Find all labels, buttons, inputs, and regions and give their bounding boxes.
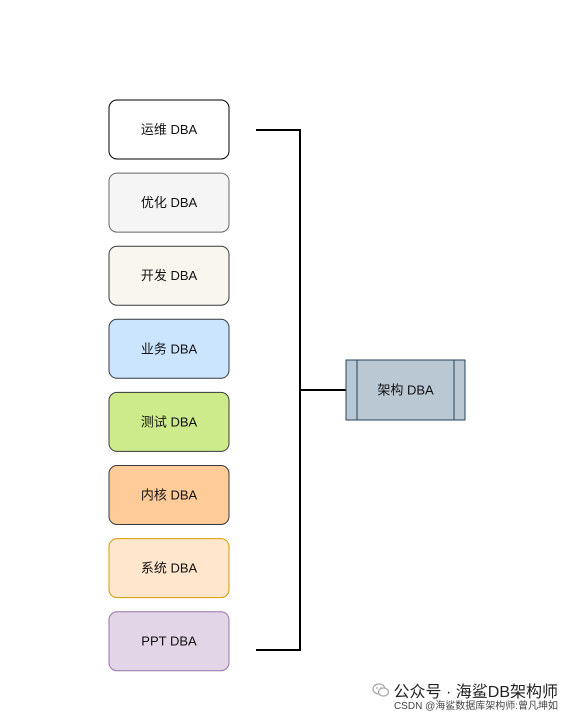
role-box: 运维 DBA: [108, 99, 230, 160]
role-box-shape: [108, 465, 230, 525]
wechat-icon: [371, 683, 389, 697]
role-box-label: 业务 DBA: [141, 341, 198, 356]
bracket-connector: [256, 129, 346, 651]
architect-dba-box: 架构 DBA: [345, 359, 466, 421]
role-box-label: 运维 DBA: [141, 122, 198, 137]
role-box: 测试 DBA: [108, 391, 230, 452]
role-box: 开发 DBA: [108, 245, 230, 306]
role-box: 系统 DBA: [108, 538, 230, 599]
role-box-shape: [108, 99, 230, 160]
role-box-shape: [108, 611, 230, 672]
role-box: 业务 DBA: [108, 318, 230, 379]
role-box-label: 系统 DBA: [141, 561, 198, 576]
role-box-label: 开发 DBA: [141, 268, 198, 283]
role-box-label: 测试 DBA: [141, 414, 198, 429]
architect-dba-label: 架构 DBA: [377, 383, 434, 398]
role-box: PPT DBA: [108, 611, 230, 672]
watermark-main-text: 公众号 · 海鲨DB架构师: [393, 684, 558, 701]
role-box-label: PPT DBA: [141, 634, 197, 649]
watermark-sub: CSDN @海鲨数据库架构师:曾凡坤如: [393, 701, 558, 712]
role-box-shape: [108, 391, 230, 452]
role-box-shape: [108, 538, 230, 599]
role-box-shape: [108, 245, 230, 306]
role-box: 优化 DBA: [108, 172, 230, 233]
role-box: 内核 DBA: [108, 465, 230, 525]
role-box-label: 优化 DBA: [141, 195, 198, 210]
role-box-label: 内核 DBA: [141, 488, 198, 503]
role-boxes: 运维 DBA 优化 DBA 开发 DBA 业务 DBA 测试 DBA 内核 DBA 系统 D…: [108, 99, 230, 672]
role-box-shape: [108, 172, 230, 233]
role-box-shape: [108, 318, 230, 379]
watermark-main: 公众号 · 海鲨DB架构师: [371, 678, 558, 702]
